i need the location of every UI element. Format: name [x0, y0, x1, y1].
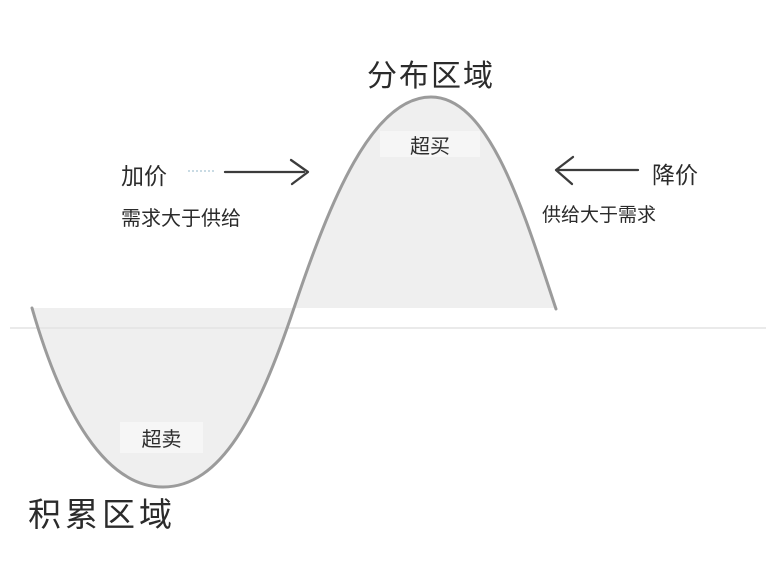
- oversold-chip: 超卖: [120, 422, 203, 453]
- demand-condition-label: 需求大于供给: [121, 208, 241, 230]
- oversold-area-fill: [32, 308, 294, 487]
- markdown-action-label: 降价: [652, 162, 698, 188]
- arrow-left-icon: [554, 155, 640, 186]
- oversold-label: 超卖: [141, 429, 182, 451]
- accumulation-area-title: 积累区域: [28, 496, 176, 533]
- overbought-chip: 超买: [380, 131, 480, 158]
- arrow-right-icon: [223, 158, 310, 186]
- distribution-area-title: 分布区域: [367, 60, 495, 93]
- markup-action-label: 加价: [121, 163, 167, 189]
- cycle-curve: [30, 95, 558, 489]
- dotted-line-artifact: [188, 170, 214, 172]
- overbought-label: 超买: [410, 135, 450, 158]
- supply-condition-label: 供给大于需求: [542, 205, 657, 226]
- overbought-area-fill: [294, 97, 556, 308]
